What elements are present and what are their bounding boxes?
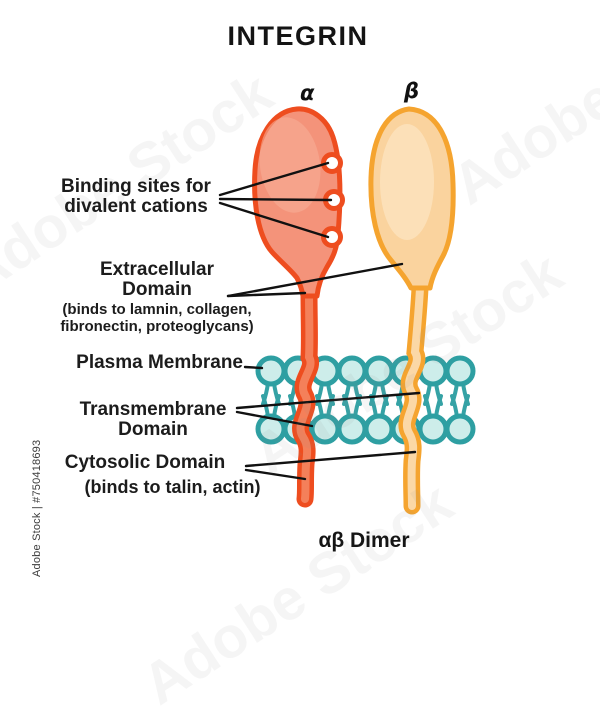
diagram-svg: [218, 106, 600, 515]
cytosolic-line-beta: [244, 450, 417, 468]
beta-head-highlight: [380, 124, 434, 240]
cytosolic-domain-sublabel: (binds to talin, actin): [84, 477, 261, 497]
binding-sites-line1: Binding sites for: [61, 176, 211, 197]
transmembrane-line2: Domain: [118, 419, 188, 440]
binding-sites-line2: divalent cations: [64, 196, 208, 217]
cytosolic-line-alpha: [244, 468, 307, 481]
extracellular-line-alpha: [226, 291, 307, 298]
transmembrane-domain-label: Transmembrane Domain: [50, 400, 256, 440]
cytosolic-domain-label: Cytosolic Domain: [64, 452, 226, 473]
alpha-symbol: α: [300, 81, 315, 105]
transmembrane-line-alpha: [235, 410, 314, 428]
transmembrane-line-beta: [235, 391, 421, 410]
dimer-caption: αβ Dimer: [318, 529, 410, 552]
binding-site-line-2: [218, 197, 333, 202]
plasma-membrane-bilayer: [258, 358, 473, 442]
plasma-membrane-label: Plasma Membrane: [76, 352, 243, 373]
diagram-title: INTEGRIN: [227, 21, 369, 51]
extracellular-sub1: (binds to lamnin, collagen,: [62, 301, 252, 318]
extracellular-sub2: fibronectin, proteoglycans): [60, 317, 254, 335]
plasma-membrane-line: [243, 365, 264, 370]
transmembrane-line1: Transmembrane: [79, 399, 227, 420]
binding-sites-label: Binding sites for divalent cations: [30, 177, 242, 217]
binding-site-line-1: [218, 161, 330, 197]
extracellular-domain-label: Extracellular Domain: [52, 260, 262, 300]
alpha-head-highlight: [259, 117, 321, 213]
beta-symbol: β: [404, 79, 420, 103]
integrin-diagram: Adobe Stock Adobe Stock Adobe Stock Adob…: [30, 21, 600, 577]
extracellular-line2: Domain: [122, 279, 192, 300]
binding-site-line-3: [218, 201, 330, 239]
leader-lines: [218, 161, 421, 481]
extracellular-line1: Extracellular: [99, 259, 215, 280]
extracellular-domain-sublabel: (binds to lamnin, collagen, fibronectin,…: [32, 301, 282, 335]
watermark-attribution: Adobe Stock | #750418693: [31, 439, 43, 577]
extracellular-line-beta: [226, 262, 404, 298]
beta-subunit: [368, 106, 456, 515]
